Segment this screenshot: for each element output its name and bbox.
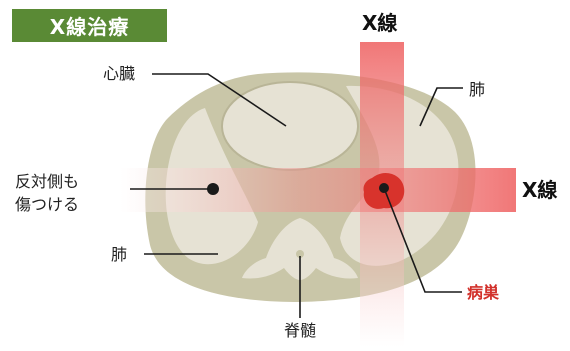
xray-beam-horizontal — [120, 168, 516, 212]
xray-right-label: X線 — [522, 180, 557, 200]
opposite-side-label: 反対側も 傷つける — [15, 172, 79, 215]
title-badge: X線治療 — [12, 9, 167, 42]
heart — [222, 82, 358, 170]
xray-top-label: X線 — [362, 13, 397, 33]
opposite-side-line2: 傷つける — [15, 195, 79, 215]
opposite-side-line1: 反対側も — [15, 172, 79, 192]
lung-right-label: 肺 — [469, 80, 485, 100]
heart-label: 心臓 — [103, 64, 135, 84]
spine-label: 脊髄 — [284, 321, 316, 341]
title-text: X線治療 — [50, 11, 129, 40]
lesion-label: 病巣 — [467, 283, 499, 303]
lung-left-label: 肺 — [111, 245, 127, 265]
